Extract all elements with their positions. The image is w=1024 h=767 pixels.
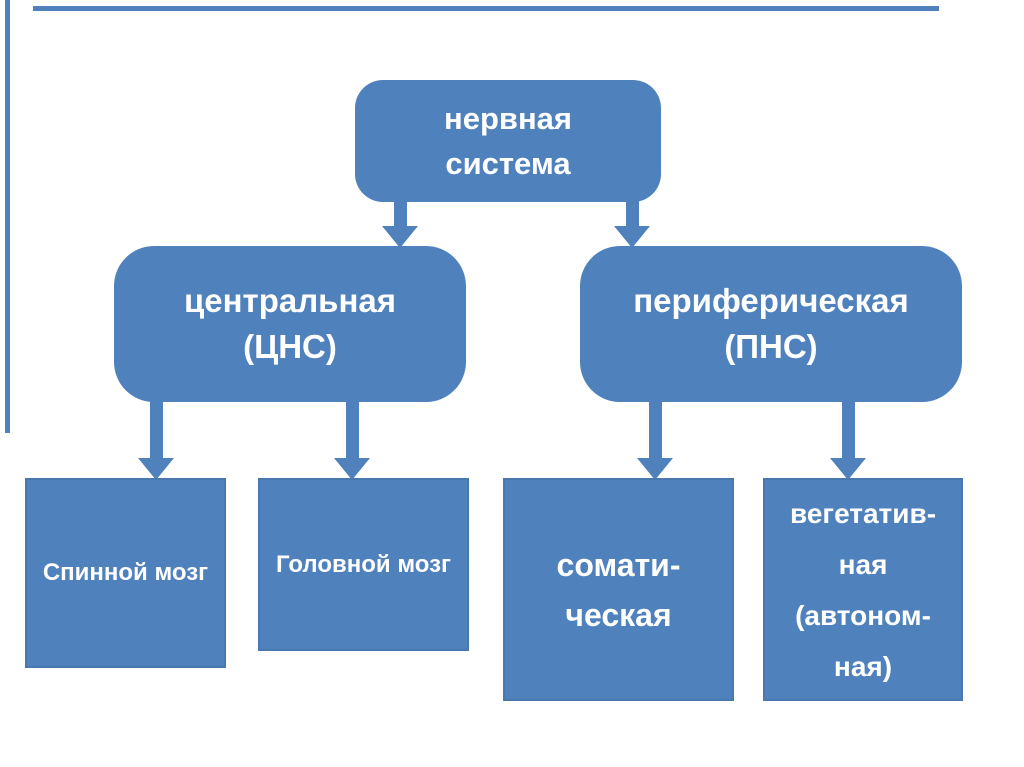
node-text-line: Головной мозг (275, 550, 452, 578)
arrow-head-icon (382, 226, 418, 248)
node-peripheral-pns: периферическая (ПНС) (580, 246, 962, 402)
node-text-line: нервная (443, 101, 572, 136)
node-text-line: ная) (833, 650, 893, 682)
node-text-line: вегетатив- (789, 497, 937, 529)
node-text-line: система (445, 146, 571, 181)
node-central-cns: центральная (ЦНС) (114, 246, 466, 402)
arrow-shaft (841, 400, 855, 458)
slide-frame-top-line (33, 6, 939, 11)
node-text-line: (автоном- (795, 599, 931, 631)
node-text-line: (ПНС) (724, 328, 818, 365)
arrow-peripheral-to-somatic (637, 400, 673, 480)
node-brain: Головной мозг (258, 478, 469, 651)
arrow-root-to-peripheral (614, 200, 650, 248)
slide-frame-left-line (5, 0, 10, 433)
node-text-line: центральная (183, 282, 397, 319)
node-text-line: Спинной мозг (42, 559, 209, 586)
arrow-head-icon (830, 458, 866, 480)
arrow-peripheral-to-vegetative (830, 400, 866, 480)
arrow-root-to-central (382, 200, 418, 248)
node-text-line: (ЦНС) (243, 328, 337, 365)
arrow-head-icon (614, 226, 650, 248)
node-nervous-system: нервная система (355, 80, 661, 202)
arrow-shaft (345, 400, 359, 458)
node-somatic: сомати- ческая (503, 478, 734, 701)
arrow-shaft (393, 200, 407, 226)
node-text-line: сомати- (556, 546, 681, 583)
arrow-head-icon (138, 458, 174, 480)
node-vegetative-autonomous: вегетатив- ная (автоном- ная) (763, 478, 963, 701)
node-text-line: периферическая (633, 282, 909, 319)
arrow-central-to-brain (334, 400, 370, 480)
arrow-shaft (149, 400, 163, 458)
node-text-line: ческая (565, 596, 672, 633)
arrow-central-to-spinal (138, 400, 174, 480)
arrow-head-icon (334, 458, 370, 480)
arrow-shaft (625, 200, 639, 226)
node-text-line: ная (838, 548, 888, 580)
node-spinal-cord: Спинной мозг (25, 478, 226, 668)
arrow-head-icon (637, 458, 673, 480)
arrow-shaft (648, 400, 662, 458)
